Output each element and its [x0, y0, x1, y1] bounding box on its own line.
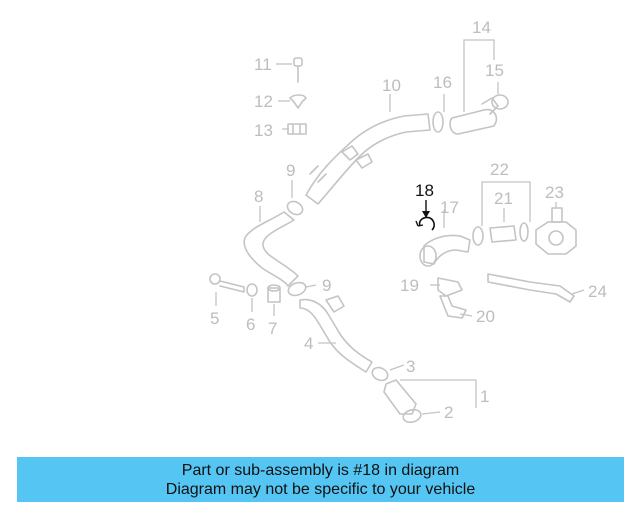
callout-14: 14 — [472, 18, 491, 37]
banner-line-2: Diagram may not be specific to your vehi… — [165, 480, 476, 498]
part-8-hose — [243, 211, 299, 287]
parts-diagram: 14 15 16 10 11 12 13 9 8 9 5 6 7 4 3 1 2… — [209, 18, 607, 424]
part-21-hose — [489, 225, 517, 243]
part-12-clip — [289, 94, 307, 109]
part-10-hose — [305, 113, 431, 205]
part-18-clamp — [415, 216, 435, 231]
part-20-bracket — [439, 295, 467, 319]
callout-9-upper: 9 — [286, 161, 295, 180]
part-2-clamp — [402, 408, 422, 424]
part-9-upper-clamp — [286, 200, 304, 216]
callout-4: 4 — [304, 334, 313, 353]
callout-18: 18 — [415, 181, 434, 200]
callout-21: 21 — [494, 189, 513, 208]
callout-5: 5 — [210, 309, 219, 328]
callout-11: 11 — [254, 55, 272, 74]
part-14-hose — [449, 97, 499, 135]
leader-lines — [215, 39, 585, 415]
part-24-bracket — [487, 273, 575, 303]
callout-19: 19 — [400, 276, 419, 295]
callout-23: 23 — [545, 183, 564, 202]
callout-3: 3 — [406, 357, 415, 376]
part-4-pipe — [299, 295, 373, 373]
info-banner: Part or sub-assembly is #18 in diagram D… — [17, 457, 624, 502]
callout-2: 2 — [444, 403, 453, 422]
callout-15: 15 — [485, 61, 504, 80]
banner-line-1: Part or sub-assembly is #18 in diagram — [181, 461, 460, 479]
callout-13: 13 — [254, 121, 273, 140]
part-19-bracket — [437, 277, 463, 297]
part-15-oring — [491, 94, 509, 110]
callout-8: 8 — [254, 187, 263, 206]
callout-6: 6 — [246, 315, 255, 334]
callout-24: 24 — [588, 282, 607, 301]
part-9-lower-clamp — [287, 281, 307, 297]
callout-10: 10 — [382, 76, 401, 95]
part-16-clamp — [432, 111, 444, 133]
part-5-bolt — [209, 273, 245, 293]
callout-22: 22 — [490, 160, 509, 179]
callout-9-lower: 9 — [322, 276, 331, 295]
callout-7: 7 — [268, 319, 277, 338]
part-3-clamp — [371, 366, 389, 382]
part-6-washer — [246, 283, 258, 297]
part-7-bushing — [267, 284, 281, 303]
part-11-bolt — [293, 57, 303, 83]
callout-17: 17 — [440, 198, 459, 217]
part-23-housing — [535, 207, 577, 255]
callout-1: 1 — [480, 387, 489, 406]
part-13-clip — [287, 123, 307, 135]
part-22-clamps — [472, 222, 529, 246]
callout-12: 12 — [254, 92, 273, 111]
callout-20: 20 — [476, 307, 495, 326]
part-1-hose — [383, 379, 417, 415]
part-17-hose — [419, 234, 471, 267]
callout-16: 16 — [433, 73, 452, 92]
